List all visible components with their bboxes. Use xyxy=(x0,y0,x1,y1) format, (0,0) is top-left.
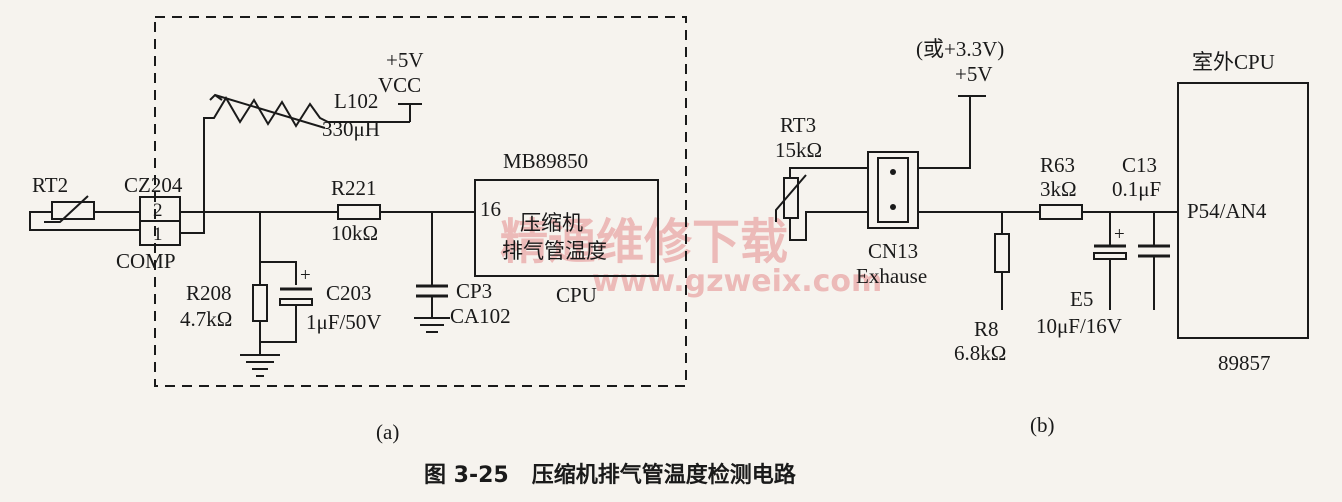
sublabel-a: (a) xyxy=(376,420,399,444)
rt2-label: RT2 xyxy=(32,173,68,197)
cn13-name: CN13 xyxy=(868,239,918,263)
outdoor-cpu-block xyxy=(1177,82,1309,339)
cpu-title: 室外CPU xyxy=(1192,50,1275,74)
cn13-function: Exhause xyxy=(856,264,927,288)
cn13-connector xyxy=(867,151,919,229)
e5-polarity: + xyxy=(1114,224,1125,245)
cpu-model: 89857 xyxy=(1218,351,1271,375)
r63-resistor xyxy=(1039,204,1083,220)
connector-pin-2: 2 xyxy=(153,200,163,221)
c13-name: C13 xyxy=(1122,153,1157,177)
c203-value: 1μF/50V xyxy=(306,310,381,334)
board-boundary xyxy=(154,16,687,387)
vcc-label: VCC xyxy=(378,73,421,97)
l102-inductor xyxy=(203,93,329,212)
r208-value: 4.7kΩ xyxy=(180,307,232,331)
chip-pin: 16 xyxy=(480,197,501,221)
cp3-value: CA102 xyxy=(450,304,511,328)
cpu-pin: P54/AN4 xyxy=(1187,199,1267,223)
watermark-cn: 精通维修下载 xyxy=(500,214,788,270)
vcc-voltage: +5V xyxy=(386,48,424,72)
figure-caption: 图 3-25 压缩机排气管温度检测电路 xyxy=(424,462,797,488)
e5-value: 10μF/16V xyxy=(1036,314,1122,338)
r63-value: 3kΩ xyxy=(1040,177,1077,201)
inductor-name: L102 xyxy=(334,89,378,113)
watermark-url: www.gzweix.com xyxy=(592,264,882,299)
r208-name: R208 xyxy=(186,281,232,305)
connector-label: CZ204 xyxy=(124,173,183,197)
c203-polarity: + xyxy=(300,265,311,286)
cp3-capacitor xyxy=(414,212,450,333)
rt3-name: RT3 xyxy=(780,113,816,137)
chip-function-line1: 压缩机 xyxy=(520,211,583,235)
r221-value: 10kΩ xyxy=(331,221,378,245)
e5-name: E5 xyxy=(1070,287,1093,311)
r208-c203-branch xyxy=(240,212,313,377)
alt-voltage: (或+3.3V) xyxy=(916,37,1004,61)
chip-name: MB89850 xyxy=(503,149,588,173)
cp3-name: CP3 xyxy=(456,279,492,303)
connector-pin-1: 1 xyxy=(153,224,163,245)
e5-capacitor xyxy=(1093,212,1127,310)
cz204-connector xyxy=(139,196,181,246)
supply-voltage: +5V xyxy=(955,62,993,86)
chip-label: CPU xyxy=(556,283,597,307)
connector-name: COMP xyxy=(116,249,176,273)
chip-function-line2: 排气管温度 xyxy=(502,239,607,263)
rt3-value: 15kΩ xyxy=(775,138,822,162)
r221-resistor xyxy=(337,204,381,220)
r8-resistor xyxy=(994,212,1010,310)
r8-name: R8 xyxy=(974,317,999,341)
r63-name: R63 xyxy=(1040,153,1075,177)
inductor-value: 330μH xyxy=(322,117,380,141)
c13-capacitor xyxy=(1138,212,1170,310)
sublabel-b: (b) xyxy=(1030,413,1055,437)
mb89850-chip xyxy=(474,179,659,277)
r8-value: 6.8kΩ xyxy=(954,341,1006,365)
r221-name: R221 xyxy=(331,176,377,200)
c203-name: C203 xyxy=(326,281,372,305)
pin1-wire xyxy=(180,212,205,234)
rt3-thermistor xyxy=(775,167,868,241)
supply-wire xyxy=(918,96,971,169)
rt2-thermistor xyxy=(29,195,140,231)
c13-value: 0.1μF xyxy=(1112,177,1161,201)
